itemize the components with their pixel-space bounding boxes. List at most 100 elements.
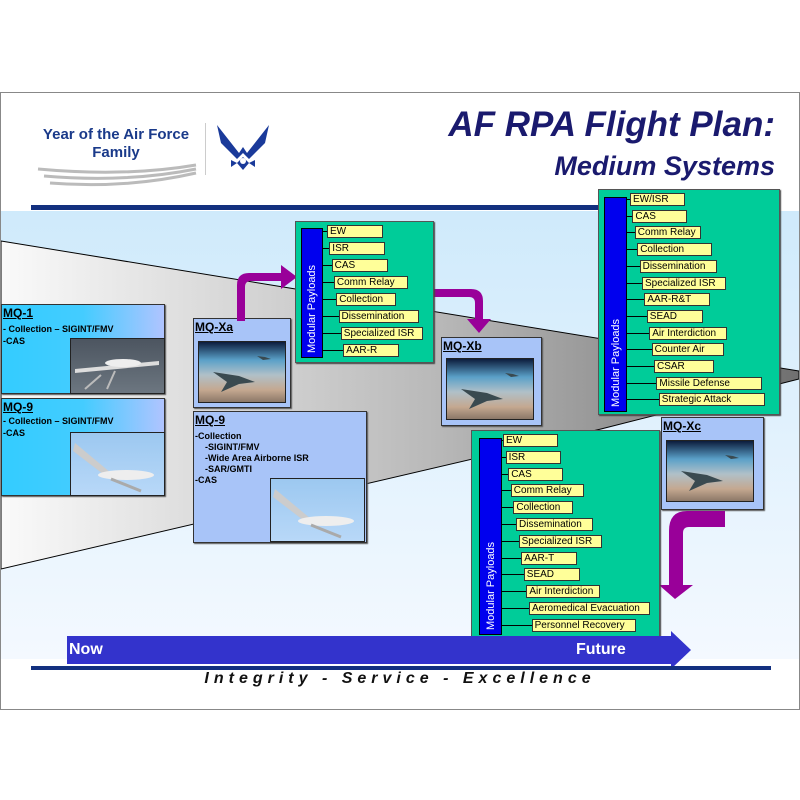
payload-item[interactable]: CAS <box>632 209 688 223</box>
system-capability: - Collection – SIGINT/FMV <box>3 324 114 334</box>
air-force-wings-icon <box>217 125 269 170</box>
payload-item[interactable]: Air Interdiction <box>526 585 601 599</box>
system-title: MQ-Xb <box>443 339 482 353</box>
payload-item[interactable]: Specialized ISR <box>340 327 423 340</box>
payload-connector <box>322 350 344 351</box>
header-rule <box>31 205 771 210</box>
payload-item[interactable]: Collection <box>336 293 397 306</box>
mqx-concept-photo <box>666 440 754 502</box>
payload-connector <box>501 608 529 609</box>
timeline-arrow <box>67 636 671 664</box>
system-capability: -Collection <box>195 431 242 441</box>
payload-item[interactable]: ISR <box>505 450 561 464</box>
system-card-mqxa[interactable]: MQ-Xa <box>193 318 291 408</box>
payload-connector <box>501 591 527 593</box>
payload-item[interactable]: ISR <box>329 242 386 255</box>
payload-item[interactable]: SEAD <box>523 568 580 582</box>
payload-item[interactable]: Counter Air <box>651 343 724 357</box>
payload-connector <box>626 315 647 317</box>
modular-payloads-bar: Modular Payloads <box>604 197 627 412</box>
system-title: MQ-9 <box>195 413 225 427</box>
payload-item[interactable]: EW <box>327 225 383 238</box>
footer-rule <box>31 666 771 670</box>
payload-item[interactable]: AAR-R <box>343 344 400 357</box>
payload-connector <box>501 456 506 458</box>
footer-motto: Integrity - Service - Excellence <box>204 670 596 687</box>
payload-connector <box>501 574 524 576</box>
payload-item[interactable]: Dissemination <box>338 310 419 323</box>
system-card-mq9-current[interactable]: MQ-9 - Collection – SIGINT/FMV -CAS <box>1 398 165 496</box>
logo-line-2: Family <box>92 144 140 161</box>
payload-item[interactable]: Aeromedical Evacuation <box>529 602 650 615</box>
payload-item[interactable]: EW <box>503 434 558 447</box>
payload-item[interactable]: Strategic Attack <box>658 393 765 407</box>
payload-connector <box>501 624 532 626</box>
payload-item[interactable]: Personnel Recovery <box>531 618 636 632</box>
system-title: MQ-9 <box>3 400 33 414</box>
timeline-start-label: Now <box>69 641 103 658</box>
payload-connector <box>626 232 635 234</box>
payload-connector <box>322 299 337 300</box>
modular-payloads-bar: Modular Payloads <box>479 438 502 635</box>
payload-item[interactable]: SEAD <box>646 309 703 323</box>
modular-payloads-bar: Modular Payloads <box>301 228 323 358</box>
payload-item[interactable]: Missile Defense <box>656 376 763 390</box>
slide: Year of the Air Force Family AF RPA Flig… <box>0 92 800 710</box>
payload-connector <box>626 282 642 284</box>
payload-connector <box>501 540 519 542</box>
payload-connector <box>626 249 638 251</box>
payload-connector <box>626 299 645 301</box>
system-capability: - Collection – SIGINT/FMV <box>3 416 114 426</box>
payload-item[interactable]: AAR-R&T <box>644 293 711 307</box>
system-capability: -Wide Area Airborne ISR <box>205 453 309 463</box>
payload-item[interactable]: Dissemination <box>639 259 717 273</box>
system-title: MQ-1 <box>3 306 33 320</box>
mqx-concept-photo <box>198 341 286 403</box>
payload-connector <box>501 557 522 559</box>
mqx-concept-photo <box>446 358 534 420</box>
payload-connector <box>626 366 654 367</box>
title-line-2: Medium Systems <box>554 151 775 181</box>
payload-connector <box>501 490 511 492</box>
system-card-mq1[interactable]: MQ-1 - Collection – SIGINT/FMV -CAS <box>1 304 165 394</box>
system-title: MQ-Xa <box>195 320 234 334</box>
payload-item[interactable]: Collection <box>637 243 713 257</box>
payload-item[interactable]: EW/ISR <box>630 193 685 206</box>
swoosh-graphic <box>37 163 197 187</box>
system-capability: -SAR/GMTI <box>205 464 252 474</box>
payload-connector <box>322 248 330 249</box>
mq1-predator-photo <box>70 338 165 394</box>
payload-item[interactable]: Air Interdiction <box>649 326 728 340</box>
payload-connector <box>322 231 327 232</box>
payload-connector <box>501 440 503 441</box>
payload-item[interactable]: CSAR <box>654 360 714 373</box>
payload-item[interactable]: Comm Relay <box>634 226 701 240</box>
payload-item[interactable]: CAS <box>508 467 564 481</box>
payload-connector <box>322 333 341 334</box>
logo-line-1: Year of the Air Force <box>42 126 190 143</box>
payload-item[interactable]: CAS <box>331 259 388 272</box>
payload-item[interactable]: AAR-T <box>521 551 578 565</box>
system-card-mqxb[interactable]: MQ-Xb <box>441 337 542 426</box>
payload-connector <box>322 282 334 283</box>
payload-item[interactable]: Specialized ISR <box>518 534 602 548</box>
system-capability: -CAS <box>195 475 217 485</box>
system-card-mqxc[interactable]: MQ-Xc <box>661 417 764 510</box>
arrow-xc-to-payloads <box>659 511 725 599</box>
payload-item[interactable]: Specialized ISR <box>642 276 726 290</box>
title-line-1: AF RPA Flight Plan: <box>448 105 775 144</box>
payload-connector <box>322 316 339 317</box>
payload-connector <box>626 399 659 401</box>
payload-item[interactable]: Comm Relay <box>333 276 408 289</box>
system-capability: -CAS <box>3 428 25 438</box>
payload-item[interactable]: Dissemination <box>516 518 593 531</box>
payload-connector <box>626 349 652 351</box>
system-card-mq9-next[interactable]: MQ-9 -Collection -SIGINT/FMV -Wide Area … <box>193 411 367 543</box>
payload-connector <box>501 473 509 475</box>
payload-item[interactable]: Collection <box>513 501 574 515</box>
system-capability: -CAS <box>3 336 25 346</box>
payload-item[interactable]: Comm Relay <box>510 484 584 498</box>
